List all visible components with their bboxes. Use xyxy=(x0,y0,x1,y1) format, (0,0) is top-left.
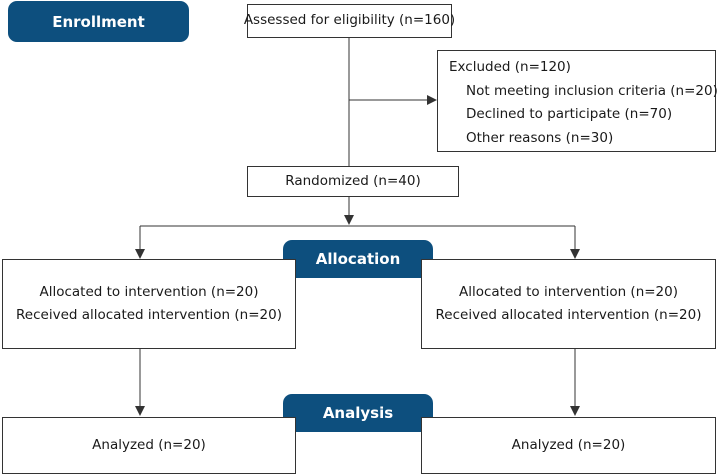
assessed-box: Assessed for eligibility (n=160) xyxy=(243,4,456,38)
allocated-text: Allocated to intervention (n=20) xyxy=(39,283,259,300)
assessed-text: Assessed for eligibility (n=160) xyxy=(243,12,456,29)
analyzed-text: Analyzed (n=20) xyxy=(511,436,626,453)
analyzed-box-left: Analyzed (n=20) xyxy=(2,417,296,474)
stage-analysis: Analysis xyxy=(283,394,433,432)
stage-allocation-label: Allocation xyxy=(315,250,401,268)
randomized-box: Randomized (n=40) xyxy=(247,166,459,197)
allocation-box-right: Allocated to intervention (n=20) Receive… xyxy=(421,259,716,349)
stage-enrollment: Enrollment xyxy=(8,1,189,42)
excluded-reason: Other reasons (n=30) xyxy=(466,129,614,146)
allocation-box-left: Allocated to intervention (n=20) Receive… xyxy=(2,259,296,349)
randomized-text: Randomized (n=40) xyxy=(285,172,421,189)
analyzed-text: Analyzed (n=20) xyxy=(92,436,206,453)
stage-allocation: Allocation xyxy=(283,240,433,278)
analyzed-box-right: Analyzed (n=20) xyxy=(421,417,716,474)
received-text: Received allocated intervention (n=20) xyxy=(16,307,282,323)
excluded-box: Excluded (n=120) Not meeting inclusion c… xyxy=(437,50,717,152)
received-text: Received allocated intervention (n=20) xyxy=(435,307,702,323)
stage-enrollment-label: Enrollment xyxy=(52,12,145,31)
excluded-reason: Declined to participate (n=70) xyxy=(466,106,673,122)
excluded-title: Excluded (n=120) xyxy=(449,59,571,75)
stage-analysis-label: Analysis xyxy=(322,404,394,422)
excluded-reason: Not meeting inclusion criteria (n=20) xyxy=(466,82,717,99)
allocated-text: Allocated to intervention (n=20) xyxy=(458,283,679,300)
